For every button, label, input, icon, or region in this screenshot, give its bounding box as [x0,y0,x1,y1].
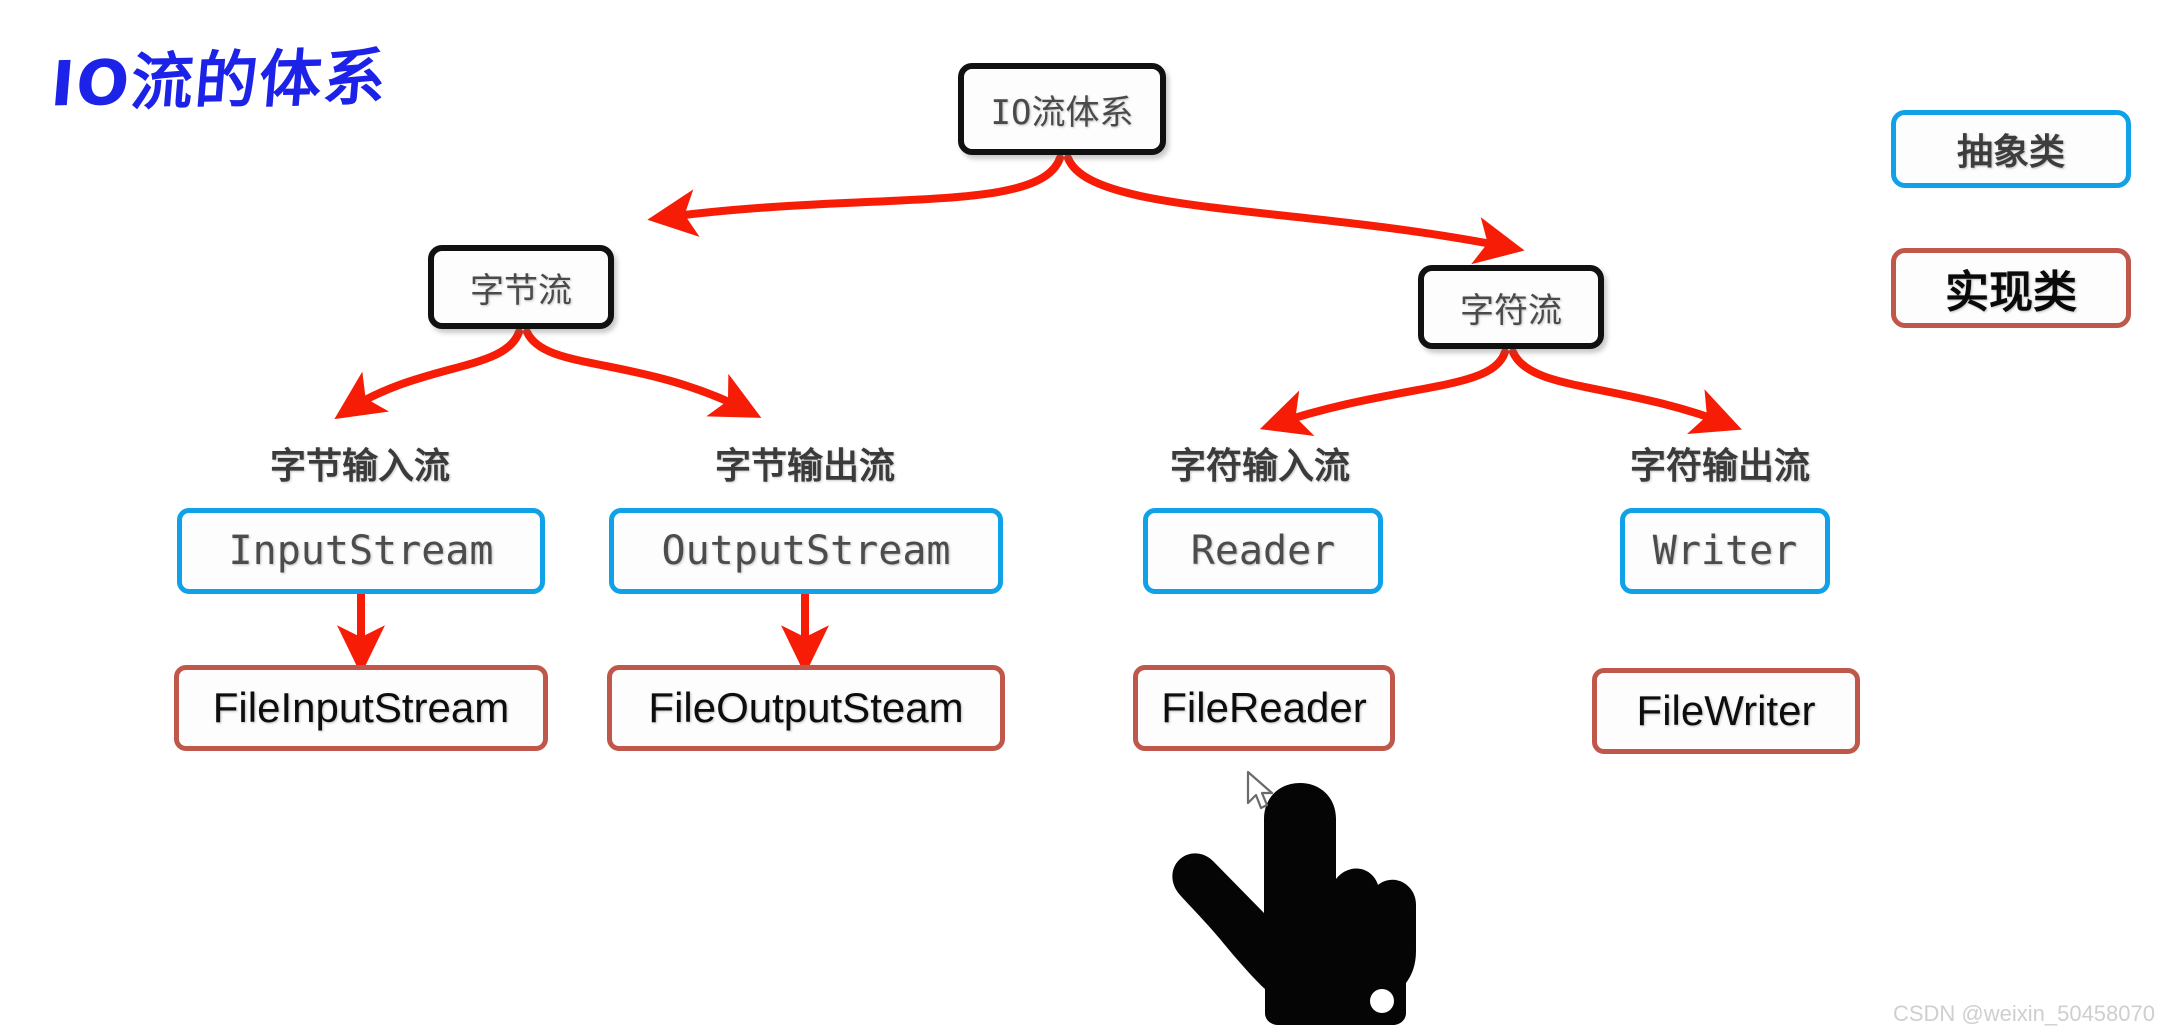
node-reader[interactable]: Reader [1143,508,1383,594]
node-outputstream-label: OutputStream [661,528,951,574]
node-filereader-label: FileReader [1161,684,1367,731]
node-root[interactable]: IO流体系 [958,63,1166,155]
caption-byte-input-stream: 字节输入流 [180,437,540,489]
node-inputstream[interactable]: InputStream [177,508,545,594]
node-byte-stream[interactable]: 字节流 [428,245,614,329]
legend-implementation-class[interactable]: 实现类 [1891,248,2131,328]
caption-text: 字符输出流 [1629,446,1810,487]
caption-text: 字节输入流 [269,446,450,487]
node-fileinputstream[interactable]: FileInputStream [174,665,548,751]
node-outputstream[interactable]: OutputStream [609,508,1003,594]
legend-abstract-class-label: 抽象类 [1956,131,2065,172]
caption-text: 字节输出流 [714,446,895,487]
caption-char-output-stream: 字符输出流 [1540,437,1900,489]
edge-char-to-char-input [1259,348,1509,437]
node-root-label: IO流体系 [990,92,1134,133]
pointing-hand-icon [1160,775,1420,1025]
node-writer[interactable]: Writer [1620,508,1830,594]
node-writer-label: Writer [1652,528,1798,574]
mouse-arrow-cursor-icon [1245,770,1279,814]
node-filewriter[interactable]: FileWriter [1592,668,1860,754]
caption-byte-output-stream: 字节输出流 [625,437,985,489]
edge-root-to-byte-stream [647,154,1064,237]
node-fileinputstream-label: FileInputStream [212,684,510,731]
edge-char-to-char-output [1509,348,1742,434]
edge-root-to-char-stream [1064,154,1525,265]
node-filewriter-label: FileWriter [1636,687,1816,734]
node-char-stream[interactable]: 字符流 [1418,265,1604,349]
watermark: CSDN @weixin_50458070 [1892,1001,2155,1026]
node-inputstream-label: InputStream [228,528,494,574]
node-reader-label: Reader [1190,528,1336,574]
edge-byte-to-byte-output [523,328,762,418]
page-title: IO流的体系 [48,40,391,121]
edge-byte-to-byte-input [334,328,523,420]
caption-text: 字符输入流 [1169,446,1350,487]
node-filereader[interactable]: FileReader [1133,665,1395,751]
caption-char-input-stream: 字符输入流 [1080,437,1440,489]
node-char-stream-label: 字符流 [1460,290,1562,331]
node-fileoutputsteam[interactable]: FileOutputSteam [607,665,1005,751]
legend-implementation-class-label: 实现类 [1945,268,2077,317]
node-fileoutputsteam-label: FileOutputSteam [648,684,964,731]
node-byte-stream-label: 字节流 [470,270,572,311]
legend-abstract-class[interactable]: 抽象类 [1891,110,2131,188]
